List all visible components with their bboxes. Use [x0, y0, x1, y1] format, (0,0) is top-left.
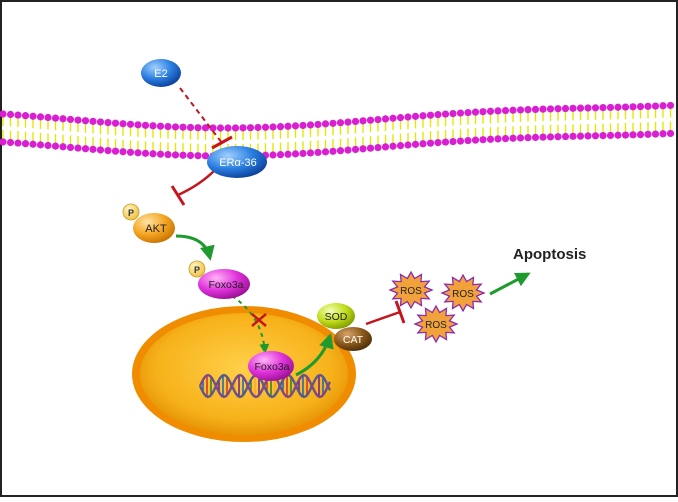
dna-helix [198, 373, 332, 399]
cat-label: CAT [343, 334, 364, 346]
sod-label: SOD [325, 311, 348, 323]
foxo3a-phospho-label: P [194, 265, 200, 275]
ros-burst-2: ROS [440, 273, 486, 313]
translocation-block-x2 [251, 313, 267, 327]
foxo3a-nuc-node: Foxo3a [248, 351, 294, 381]
e2-label: E2 [154, 68, 167, 80]
sod-node: SOD [317, 303, 355, 329]
foxo3a-cyto-label: Foxo3a [208, 279, 243, 291]
akt-node: AKT [133, 213, 175, 243]
akt-phospho-badge: P [122, 203, 140, 221]
apoptosis-label: Apoptosis [513, 246, 586, 263]
foxo3a-cyto-node: Foxo3a [198, 269, 250, 299]
ros-burst-1: ROS [388, 270, 434, 310]
foxo3a-activate-sod-arrow [295, 333, 334, 377]
ros-label-2: ROS [452, 289, 474, 300]
e2-node: E2 [141, 59, 181, 87]
ros-label-3: ROS [425, 320, 447, 331]
cat-node: CAT [334, 327, 372, 351]
foxo3a-translocation-arrow [231, 295, 270, 354]
akt-activate-arrow [175, 234, 215, 261]
era-inhibit-line [177, 169, 216, 197]
e2-inhibit-bar [211, 135, 233, 150]
ros-apoptosis-arrow [489, 272, 531, 296]
era36-label: ERα-36 [219, 157, 257, 169]
era-inhibit-bar [170, 185, 186, 206]
cell-membrane [0, 101, 675, 160]
foxo3a-phospho-badge: P [188, 260, 206, 278]
foxo3a-nuc-label: Foxo3a [254, 361, 289, 373]
nucleus [140, 313, 348, 435]
ros-label-1: ROS [400, 286, 422, 297]
ros-burst-3: ROS [413, 304, 459, 344]
akt-phospho-label: P [128, 208, 134, 218]
akt-label: AKT [145, 223, 167, 235]
sod-inhibit-line [365, 310, 401, 326]
sod-inhibit-bar [394, 300, 406, 324]
e2-inhibit-line [179, 87, 223, 144]
era36-node: ERα-36 [207, 146, 267, 178]
